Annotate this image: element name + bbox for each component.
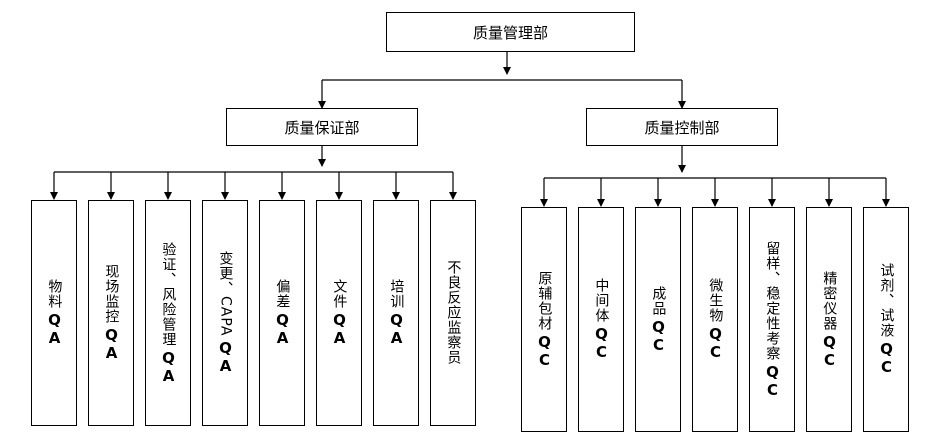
- qa-unit-box: 现场监控 QA: [88, 200, 134, 426]
- qc-unit-suffix: QC: [535, 332, 554, 369]
- qa-unit-label: 物料: [46, 279, 63, 309]
- qa-unit-box: 物料 QA: [31, 200, 77, 426]
- qc-unit-box: 微生物 QC: [692, 207, 738, 432]
- qc-unit-label: 留样、稳定性考察: [764, 240, 781, 361]
- qa-unit-label: 文件: [331, 279, 348, 309]
- qc-unit-box: 中间体 QC: [578, 207, 624, 432]
- qa-unit-suffix: QA: [387, 311, 406, 347]
- quality-management-dept-label: 质量管理部: [472, 23, 548, 42]
- qc-unit-box: 留样、稳定性考察 QC: [749, 207, 795, 432]
- qc-unit-label: 成品: [650, 285, 667, 316]
- qa-unit-label: 变更、CAPA: [217, 251, 234, 337]
- qa-unit-label: 现场监控: [103, 264, 120, 324]
- qa-unit-suffix: QA: [159, 348, 178, 385]
- qc-dept-label: 质量控制部: [644, 118, 720, 137]
- qa-unit-suffix: QA: [45, 311, 64, 347]
- qa-unit-suffix: QA: [330, 311, 349, 347]
- qc-unit-suffix: QC: [706, 325, 725, 361]
- qa-unit-box: 不良反应监察员: [430, 200, 476, 426]
- qc-unit-suffix: QC: [877, 340, 896, 376]
- qc-unit-suffix: QC: [763, 362, 782, 399]
- qa-unit-label: 验证、风险管理: [160, 241, 177, 347]
- qc-unit-box: 试剂、试液 QC: [863, 207, 909, 432]
- qc-unit-label: 试剂、试液: [878, 263, 895, 338]
- qc-unit-box: 成品 QC: [635, 207, 681, 432]
- qc-unit-label: 精密仪器: [821, 270, 838, 331]
- qa-unit-suffix: QA: [216, 338, 235, 375]
- qa-unit-suffix: QA: [273, 311, 292, 347]
- qa-unit-box: 偏差 QA: [259, 200, 305, 426]
- qa-unit-box: 验证、风险管理 QA: [145, 200, 191, 426]
- qa-unit-suffix: QA: [102, 326, 121, 362]
- qa-unit-box: 培训 QA: [373, 200, 419, 426]
- qa-unit-label: 培训: [388, 279, 405, 309]
- qc-unit-label: 中间体: [593, 278, 610, 323]
- qc-unit-label: 微生物: [707, 278, 724, 323]
- qa-unit-label: 不良反应监察员: [445, 259, 462, 365]
- qc-unit-label: 原辅包材: [536, 270, 553, 331]
- qc-unit-box: 精密仪器 QC: [806, 207, 852, 432]
- qc-unit-box: 原辅包材 QC: [521, 207, 567, 432]
- qa-unit-box: 文件 QA: [316, 200, 362, 426]
- qa-unit-box: 变更、CAPA QA: [202, 200, 248, 426]
- qc-dept-box: 质量控制部: [586, 108, 778, 146]
- qc-unit-suffix: QC: [592, 325, 611, 361]
- qa-dept-box: 质量保证部: [226, 108, 418, 146]
- quality-management-dept-box: 质量管理部: [386, 12, 635, 52]
- qa-unit-label: 偏差: [274, 279, 291, 309]
- qc-unit-suffix: QC: [649, 317, 668, 354]
- qc-unit-suffix: QC: [820, 332, 839, 369]
- qa-dept-label: 质量保证部: [284, 118, 360, 137]
